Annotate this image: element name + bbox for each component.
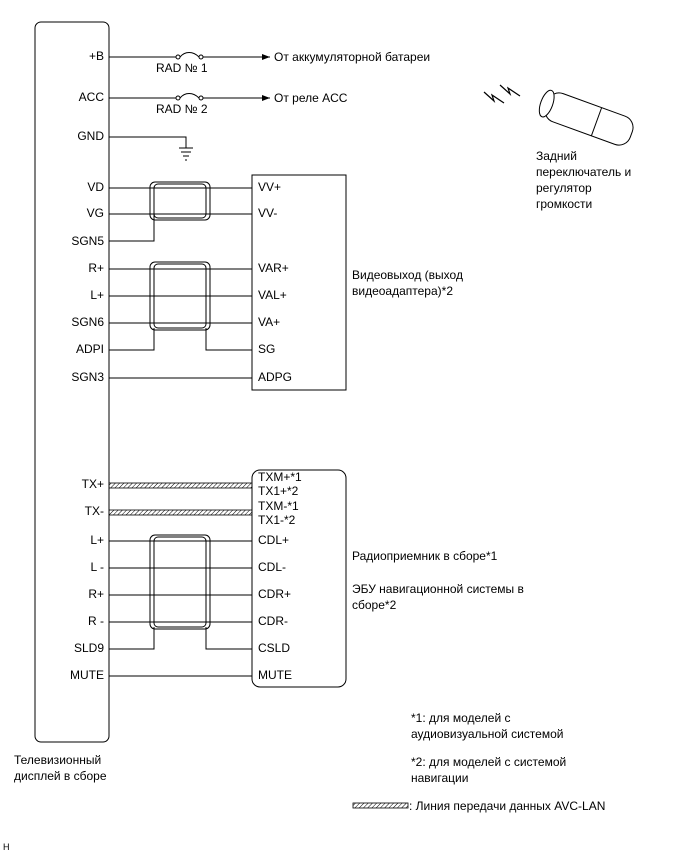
avc-lan-lines — [108, 482, 253, 516]
remote-label-1: Задний — [536, 149, 577, 163]
radio-label: Радиоприемник в сборе*1 — [352, 549, 498, 563]
vo-pin-vv-minus: VV- — [258, 206, 277, 220]
display-unit-label: Телевизионный — [14, 753, 101, 767]
vo-pin-vv-plus: VV+ — [258, 180, 281, 194]
note-2-line-2: навигации — [411, 771, 468, 785]
video-out-label-2: видеоадаптера)*2 — [352, 284, 453, 298]
nav-ecu-label-2: сборе*2 — [352, 598, 397, 612]
pin-sld9: SLD9 — [74, 641, 104, 655]
pin-tx-plus: TX+ — [82, 477, 104, 491]
pin-l-plus: L+ — [90, 288, 104, 302]
pin-sgn3: SGN3 — [71, 370, 104, 384]
note-1-line-1: *1: для моделей с — [411, 711, 511, 725]
vo-pin-val-plus: VAL+ — [258, 288, 287, 302]
remote-label-4: громкости — [536, 197, 592, 211]
radio-pin-txm-minus: TXM-*1 — [258, 499, 299, 513]
remote-label-2: переключатель и — [536, 165, 631, 179]
pin-sgn6: SGN6 — [71, 315, 104, 329]
video-out-pins: VV+ VV- VAR+ VAL+ VA+ SG ADPG — [258, 180, 292, 384]
display-pins: +B ACC GND VD VG SGN5 R+ L+ SGN6 ADPI SG… — [70, 49, 104, 682]
fuse-rad1-label: RAD № 1 — [156, 61, 208, 75]
pin-adpi: ADPI — [76, 342, 104, 356]
vo-pin-var-plus: VAR+ — [258, 261, 289, 275]
radio-pin-csld: CSLD — [258, 641, 290, 655]
pin-r-plus: R+ — [88, 261, 104, 275]
pin-r-minus-2: R - — [88, 614, 104, 628]
pin-vd: VD — [87, 180, 104, 194]
pin-l-plus-2: L+ — [90, 533, 104, 547]
radio-box — [251, 469, 347, 688]
pin-gnd: GND — [77, 129, 104, 143]
pin-l-minus-2: L - — [90, 560, 104, 574]
pin-sgn5: SGN5 — [71, 234, 104, 248]
pin-r-plus-2: R+ — [88, 587, 104, 601]
battery-source-label: От аккумуляторной батареи — [274, 50, 430, 64]
vo-pin-adpg: ADPG — [258, 370, 292, 384]
radio-pin-cdl-plus: CDL+ — [258, 533, 289, 547]
radio-pin-cdr-minus: CDR- — [258, 614, 288, 628]
pin-b: +B — [89, 49, 104, 63]
radio-pin-txm-plus: TXM+*1 — [258, 470, 302, 484]
nav-ecu-label-1: ЭБУ навигационной системы в — [352, 582, 524, 596]
acc-relay-source-label: От реле ACC — [274, 91, 348, 105]
radio-pin-tx1-minus: TX1-*2 — [258, 513, 296, 527]
corner-mark: H — [3, 842, 10, 852]
video-out-label-1: Видеовыход (выход — [352, 268, 463, 282]
ground-symbol — [109, 136, 193, 161]
power-b-line — [109, 52, 270, 60]
radio-pin-tx1-plus: TX1+*2 — [258, 484, 299, 498]
display-unit-label-2: дисплей в сборе — [14, 769, 107, 783]
audio-wires — [109, 534, 252, 677]
legend-hatch-swatch — [352, 802, 409, 809]
display-unit-box — [34, 21, 110, 743]
radio-pins: TXM+*1 TX1+*2 TXM-*1 TX1-*2 CDL+ CDL- CD… — [258, 470, 302, 682]
note-2-line-1: *2: для моделей с системой — [411, 755, 566, 769]
pin-tx-minus: TX- — [85, 504, 104, 518]
pin-mute: MUTE — [70, 668, 104, 682]
video-out-box — [251, 174, 347, 391]
power-acc-line — [109, 93, 270, 101]
pin-vg: VG — [87, 206, 104, 220]
remote-label-3: регулятор — [536, 181, 592, 195]
fuse-rad2-label: RAD № 2 — [156, 102, 208, 116]
pin-acc: ACC — [79, 90, 105, 104]
note-1-line-2: аудиовизуальной системой — [411, 727, 563, 741]
video-wires — [109, 181, 252, 379]
radio-pin-mute: MUTE — [258, 668, 292, 682]
legend-label: : Линия передачи данных AVC-LAN — [409, 799, 605, 813]
remote-control-icon — [483, 84, 634, 146]
radio-pin-cdl-minus: CDL- — [258, 560, 286, 574]
radio-pin-cdr-plus: CDR+ — [258, 587, 291, 601]
vo-pin-sg: SG — [258, 342, 275, 356]
vo-pin-va-plus: VA+ — [258, 315, 280, 329]
